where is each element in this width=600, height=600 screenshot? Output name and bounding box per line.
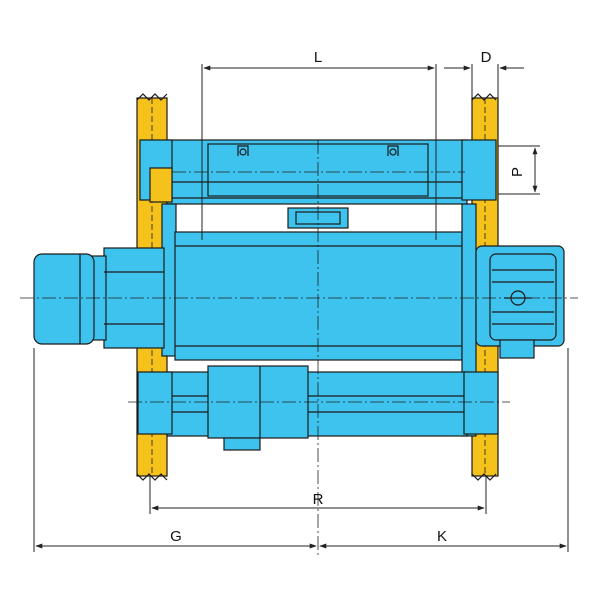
dimension-lines <box>33 64 569 552</box>
dimension-label-P: P <box>509 167 526 177</box>
dimension-label-L: L <box>314 49 322 66</box>
dimension-label-G: G <box>170 528 182 545</box>
centerlines <box>20 140 578 556</box>
dimension-label-K: K <box>437 528 447 545</box>
dimension-label-R: R <box>313 491 324 508</box>
dimension-label-D: D <box>481 49 492 66</box>
hoist-body <box>33 139 565 451</box>
